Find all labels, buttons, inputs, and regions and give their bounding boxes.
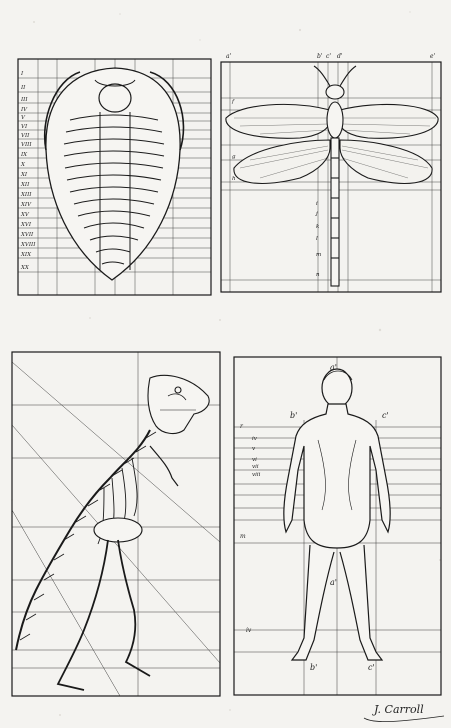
trilobite-row-label: XVII: [20, 232, 34, 238]
dragonfly-col-label: a': [226, 53, 232, 60]
trilobite-row-label: II: [20, 85, 26, 91]
figure-label: c': [368, 663, 375, 672]
dragonfly-row-label: n: [316, 272, 320, 278]
trilobite-row-label: III: [20, 97, 28, 103]
dragonfly-row-label: h: [232, 176, 236, 182]
figure-label: b': [290, 411, 297, 420]
figure-label: vii: [252, 464, 259, 470]
trilobite-row-label: XIII: [20, 192, 32, 198]
trilobite-row-label: XV: [20, 212, 30, 218]
trilobite-row-label: IX: [20, 152, 28, 158]
dragonfly-col-label: e': [430, 53, 436, 60]
trilobite-row-label: XI: [20, 172, 28, 178]
trilobite-row-label: VII: [21, 133, 30, 139]
trilobite-row-label: XX: [20, 265, 30, 271]
figure-label: a': [330, 578, 337, 587]
trilobite-row-label: IV: [20, 107, 28, 113]
figure-label: viii: [252, 472, 261, 478]
trilobite-row-label: XIX: [20, 252, 32, 258]
trilobite-row-label: VI: [21, 124, 28, 130]
signature: J. Carroll: [372, 703, 424, 716]
trilobite-row-label: VIII: [21, 142, 32, 148]
figure-label: m: [240, 533, 246, 540]
dragonfly-row-label: j: [315, 211, 318, 217]
trilobite-row-label: XVI: [20, 222, 32, 228]
dragonfly-col-label: c': [326, 53, 331, 60]
trilobite-row-label: XII: [20, 182, 30, 188]
dragonfly-col-label: d': [337, 53, 343, 60]
figure-label: iv: [246, 627, 252, 634]
dragonfly-row-label: m: [316, 252, 321, 258]
figure-label: b': [310, 663, 317, 672]
dragonfly-row-label: i: [316, 201, 318, 207]
dragonfly-row-label: l: [316, 236, 318, 242]
trilobite-row-label: XIV: [20, 202, 32, 208]
figure-label: c': [382, 411, 389, 420]
dragonfly-col-label: b': [317, 53, 323, 60]
dragonfly-row-label: g: [232, 154, 236, 160]
figure-label: a': [330, 363, 337, 372]
trilobite-row-label: XVIII: [20, 242, 36, 248]
figure-label: vi: [252, 457, 257, 463]
